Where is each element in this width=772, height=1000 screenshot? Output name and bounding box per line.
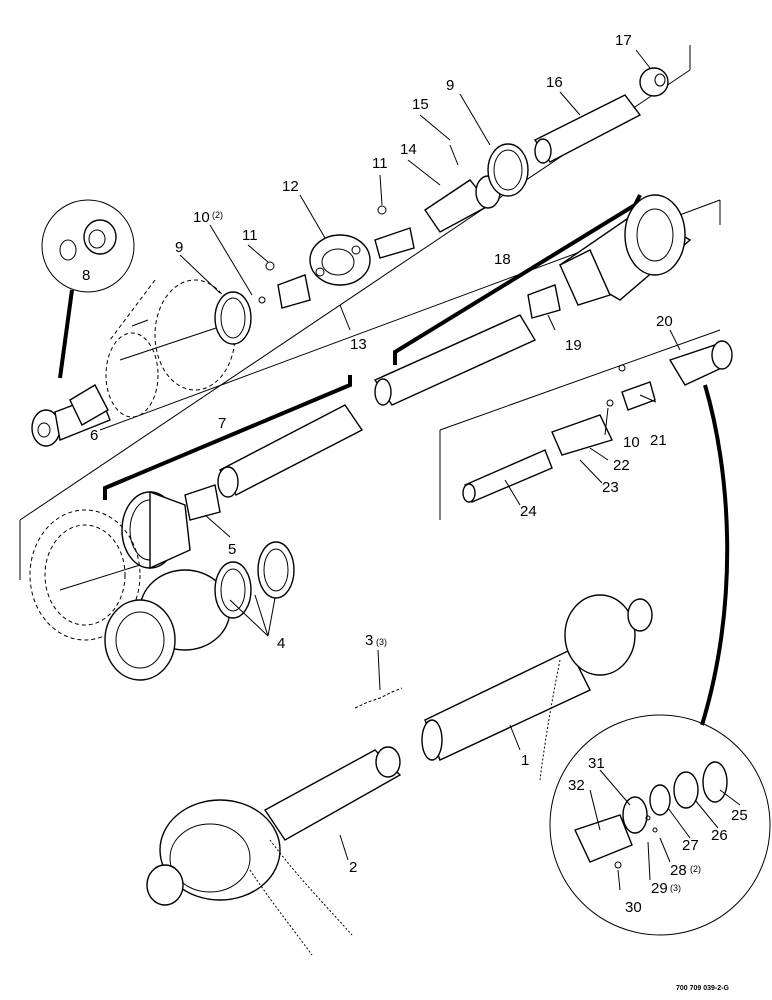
tube-part-16 [533, 94, 642, 164]
callout-18: 18 [494, 251, 511, 268]
cross-part-21 [618, 364, 656, 411]
callout-3-qty: (3) [376, 637, 387, 647]
callout-14: 14 [400, 141, 417, 158]
callout-5: 5 [228, 541, 236, 558]
bracket-18 [393, 194, 642, 365]
callout-16: 16 [546, 74, 563, 91]
driveline-outer-half-part-1 [421, 594, 653, 781]
callout-1: 1 [521, 752, 529, 769]
outer-shield-lower [29, 509, 141, 641]
cross-part-11-upper [374, 205, 415, 259]
coupler-part-12 [309, 234, 371, 286]
tube-part-7 [217, 404, 364, 498]
tube-part-24 [462, 449, 553, 503]
callout-28-qty: (2) [690, 864, 701, 874]
callout-4: 4 [277, 635, 285, 652]
callout-7: 7 [218, 415, 226, 432]
callout-28: 28 [670, 862, 687, 879]
cone-shield-lower [121, 490, 191, 570]
chain-part-3 [354, 687, 403, 709]
callout-32: 32 [568, 777, 585, 794]
callout-2: 2 [349, 859, 357, 876]
detail-circle-8 [41, 199, 135, 379]
driveline-inner-half-part-2 [146, 746, 402, 956]
yoke-part-14 [424, 175, 501, 233]
callout-29: 29 [651, 880, 668, 897]
callout-9-lower: 9 [175, 239, 183, 256]
callout-10-upper: 10 [193, 209, 210, 226]
callout-6: 6 [90, 427, 98, 444]
small-parts-10-11 [131, 261, 311, 327]
callout-9-upper: 9 [446, 77, 454, 94]
callout-labels: 1 2 3 (3) 4 5 6 7 8 9 9 10 (2) 10 11 11 … [82, 32, 748, 916]
callout-19: 19 [565, 337, 582, 354]
callout-31: 31 [588, 755, 605, 772]
callout-10-upper-qty: (2) [212, 210, 223, 220]
callout-24: 24 [520, 503, 537, 520]
callout-12: 12 [282, 178, 299, 195]
callout-8: 8 [82, 267, 90, 284]
callout-10-lower: 10 [623, 434, 640, 451]
detail-circle-25-32 [549, 384, 771, 936]
callout-11-lower: 11 [242, 227, 258, 244]
callout-13: 13 [350, 336, 367, 353]
callout-22: 22 [613, 457, 630, 474]
callout-15: 15 [412, 96, 429, 113]
drawing-reference-number: 700 709 039-2-G [676, 985, 729, 992]
callout-21: 21 [650, 432, 667, 449]
callout-25: 25 [731, 807, 748, 824]
callout-3: 3 [365, 632, 373, 649]
callout-26: 26 [711, 827, 728, 844]
callout-23: 23 [602, 479, 619, 496]
ring-part-9-upper [487, 143, 529, 197]
callout-20: 20 [656, 313, 673, 330]
bearing-part-5 [184, 484, 221, 521]
yoke-part-22 [551, 399, 614, 456]
tube-part-18 [373, 314, 537, 406]
yoke-part-20 [668, 340, 733, 386]
pin-part-15 [449, 144, 459, 166]
cone-shield-upper [558, 194, 692, 306]
callout-30: 30 [625, 899, 642, 916]
bearing-part-19 [527, 284, 561, 319]
bell-shield-part-4 [104, 541, 295, 681]
collar-part-17 [639, 67, 669, 97]
callout-29-qty: (3) [670, 883, 681, 893]
callout-leaders [179, 49, 741, 891]
bracket-7 [103, 375, 352, 500]
callout-27: 27 [682, 837, 699, 854]
yoke-part-6 [31, 384, 111, 447]
callout-11-upper: 11 [372, 155, 388, 172]
ring-part-9-lower [214, 291, 252, 345]
callout-17: 17 [615, 32, 632, 49]
